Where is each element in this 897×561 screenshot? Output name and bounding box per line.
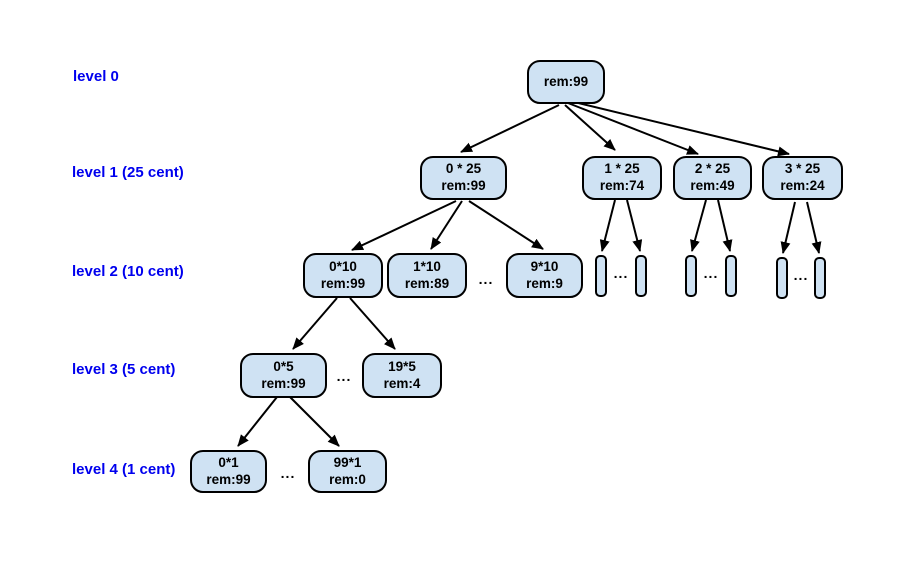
node-line2: rem:99 xyxy=(261,375,306,391)
edge-q0-d0 xyxy=(351,200,457,251)
tree-node-1x25: 1 * 25 rem:74 xyxy=(582,156,662,200)
node-line1: 3 * 25 xyxy=(784,161,821,177)
tree-node-collapsed xyxy=(814,257,826,299)
ellipsis-collapsed-2: ... xyxy=(703,265,719,281)
tree-node-3x25: 3 * 25 rem:24 xyxy=(762,156,843,200)
edge-q1-left xyxy=(599,199,616,252)
node-line2: rem:89 xyxy=(404,275,450,291)
node-line2: rem:49 xyxy=(690,178,735,193)
node-text: rem:99 xyxy=(543,73,589,89)
tree-node-0x10: 0*10 rem:99 xyxy=(303,253,383,298)
node-line2: rem:9 xyxy=(526,275,563,291)
node-line2: rem:99 xyxy=(441,178,486,193)
node-line1: 0 * 25 xyxy=(445,161,482,177)
level-1-label: level 1 (25 cent) xyxy=(72,164,184,181)
tree-node-0x5: 0*5 rem:99 xyxy=(240,353,327,398)
node-line2: rem:0 xyxy=(329,471,366,487)
tree-node-collapsed xyxy=(725,255,737,297)
edge-n0-p0 xyxy=(237,396,278,447)
tree-node-9x10: 9*10 rem:9 xyxy=(506,253,583,298)
level-2-label: level 2 (10 cent) xyxy=(72,263,184,280)
node-line1: 0*1 xyxy=(218,454,239,470)
node-line1: 9*10 xyxy=(530,258,559,274)
ellipsis-nickels: ... xyxy=(336,368,352,384)
node-line1: 0*5 xyxy=(273,358,294,374)
edge-q3-left xyxy=(780,201,796,254)
tree-node-root: rem:99 xyxy=(527,60,605,104)
ellipsis-collapsed-1: ... xyxy=(613,265,629,281)
edge-n0-p99 xyxy=(289,396,340,447)
node-line2: rem:74 xyxy=(599,178,645,193)
ellipsis-collapsed-3: ... xyxy=(793,267,809,283)
node-line1: 0*10 xyxy=(329,258,357,274)
edge-q0-d9 xyxy=(468,200,544,250)
tree-node-99x1: 99*1 rem:0 xyxy=(308,450,387,493)
edge-d0-n19 xyxy=(349,297,396,350)
tree-node-19x5: 19*5 rem:4 xyxy=(362,353,442,398)
tree-node-1x10: 1*10 rem:89 xyxy=(387,253,467,298)
level-3-label: level 3 (5 cent) xyxy=(72,361,176,378)
edge-q2-left xyxy=(690,199,707,252)
node-line2: rem:99 xyxy=(206,471,251,487)
edge-q1-right xyxy=(626,199,643,252)
edge-q3-right xyxy=(806,201,822,254)
node-line1: 2 * 25 xyxy=(694,161,731,177)
edge-q0-d1 xyxy=(430,200,463,250)
node-line1: 99*1 xyxy=(333,454,362,470)
ellipsis-dimes: ... xyxy=(478,271,494,287)
edge-root-q1 xyxy=(564,104,616,151)
tree-node-collapsed xyxy=(685,255,697,297)
tree-node-0x25: 0 * 25 rem:99 xyxy=(420,156,507,200)
level-4-label: level 4 (1 cent) xyxy=(72,461,176,478)
node-line2: rem:4 xyxy=(383,375,421,391)
edge-q2-right xyxy=(717,199,733,252)
tree-node-2x25: 2 * 25 rem:49 xyxy=(673,156,752,200)
node-line1: 19*5 xyxy=(388,358,416,374)
node-line2: rem:99 xyxy=(320,275,366,291)
tree-node-0x1: 0*1 rem:99 xyxy=(190,450,267,493)
ellipsis-pennies: ... xyxy=(280,465,296,481)
edge-root-q0 xyxy=(460,104,560,153)
edge-root-q3 xyxy=(569,100,790,157)
tree-node-collapsed xyxy=(595,255,607,297)
level-0-label: level 0 xyxy=(73,68,119,85)
node-line1: 1*10 xyxy=(413,258,441,274)
node-line1: 1 * 25 xyxy=(604,161,640,177)
node-line2: rem:24 xyxy=(780,178,825,193)
edge-root-q2 xyxy=(567,102,699,155)
tree-node-collapsed xyxy=(635,255,647,297)
edge-d0-n0 xyxy=(292,297,338,350)
tree-node-collapsed xyxy=(776,257,788,299)
